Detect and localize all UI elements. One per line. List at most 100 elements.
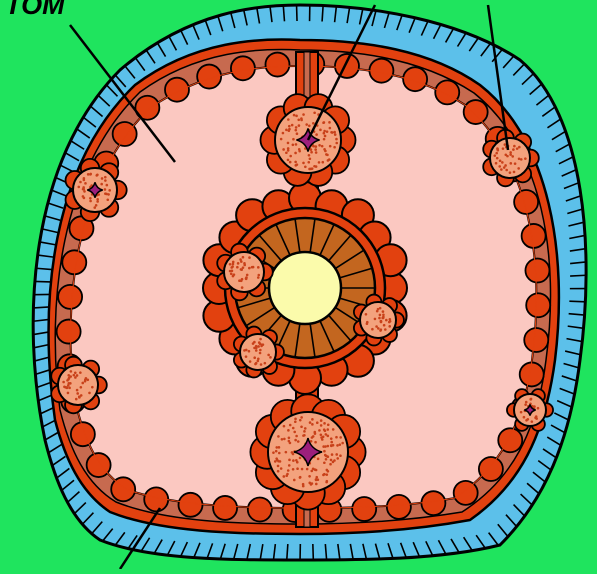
gonad-dot xyxy=(496,157,499,160)
gonad-dot xyxy=(388,325,391,328)
gonad-dot xyxy=(321,145,324,148)
gonad-dot xyxy=(377,308,380,311)
gonad-dot xyxy=(245,355,248,358)
gonad-dot xyxy=(237,262,240,265)
gonad-dot xyxy=(280,467,283,470)
muscle-scallop xyxy=(464,100,488,124)
gonad-dot xyxy=(493,154,496,157)
gonad-dot xyxy=(377,327,380,330)
gonad-dot xyxy=(312,122,315,125)
gonad-dot xyxy=(259,349,262,352)
gonad-dot xyxy=(75,398,78,401)
gonad-dot xyxy=(89,200,92,203)
gonad-dot xyxy=(277,465,280,468)
gonad-dot xyxy=(283,438,286,441)
gonad-dot xyxy=(289,424,292,427)
gonad-dot xyxy=(108,189,111,192)
epithelium-cell-divider xyxy=(35,281,51,282)
gonad-dot xyxy=(292,427,295,430)
muscle-scallop xyxy=(526,293,550,317)
gonad-dot xyxy=(274,460,277,463)
gonad-dot xyxy=(335,436,338,439)
gonad-dot xyxy=(288,125,291,128)
gonad-dot xyxy=(303,430,306,433)
gonad-dot xyxy=(236,266,239,269)
gonad-dot xyxy=(382,317,385,320)
gonad-dot xyxy=(299,476,302,479)
gonad-dot xyxy=(281,438,284,441)
label-fragment: ТОМ xyxy=(5,0,65,20)
gonad-dot xyxy=(288,436,291,439)
gonad-dot xyxy=(326,480,329,483)
gonad-dot xyxy=(84,182,87,185)
gonad-dot xyxy=(318,429,321,432)
gonad-dot xyxy=(315,133,318,136)
gonad-dot xyxy=(505,169,508,172)
gonad-dot xyxy=(289,161,292,164)
gonad-dot xyxy=(379,314,382,317)
gonad-dot xyxy=(324,454,327,457)
gonad-dot xyxy=(333,131,336,134)
gonad-dot xyxy=(327,423,330,426)
gonad-dot xyxy=(495,162,498,165)
gonad-dot xyxy=(287,118,290,121)
gonad-dot xyxy=(277,470,280,473)
gonad-dot xyxy=(275,446,278,449)
gonad-dot xyxy=(282,148,285,151)
gonad-dot xyxy=(238,279,241,282)
gonad-dot xyxy=(77,186,80,189)
gonad-dot xyxy=(302,485,305,488)
gonad-dot xyxy=(371,328,374,331)
gonad-dot xyxy=(335,453,338,456)
muscle-scallop xyxy=(87,453,111,477)
gonad-dot xyxy=(335,138,338,141)
gonad-dot xyxy=(314,148,317,151)
muscle-scallop xyxy=(58,285,82,309)
gonad-dot xyxy=(287,469,290,472)
gonad-dot xyxy=(89,173,92,176)
gonad-dot xyxy=(339,454,342,457)
gonad-dot xyxy=(326,154,329,157)
gonad-dot xyxy=(73,374,76,377)
gonad-dot xyxy=(527,418,530,421)
gonad-dot xyxy=(384,328,387,331)
muscle-scallop xyxy=(352,497,376,521)
gonad-dot xyxy=(516,147,519,150)
gonad-dot xyxy=(310,470,313,473)
muscle-scallop xyxy=(520,362,544,386)
gonad-dot xyxy=(287,142,290,145)
gonad-dot xyxy=(302,434,305,437)
gonad-dot xyxy=(504,143,507,146)
gonad-dot xyxy=(291,124,294,127)
gonad-dot xyxy=(255,347,258,350)
gonad-dot xyxy=(87,173,90,176)
gonad-dot xyxy=(314,441,317,444)
gonad-dot xyxy=(315,145,318,148)
gonad-dot xyxy=(311,167,314,170)
gonad-dot xyxy=(330,441,333,444)
gonad-dot xyxy=(292,143,295,146)
gonad-dot xyxy=(267,354,270,357)
gonad-dot xyxy=(320,419,323,422)
gonad-dot xyxy=(504,153,507,156)
gonad-dot xyxy=(325,473,328,476)
epithelium-cell-divider xyxy=(322,6,323,22)
muscle-scallop xyxy=(335,54,359,78)
gonad-dot xyxy=(79,181,82,184)
gonad-dot xyxy=(339,443,342,446)
gonad-dot xyxy=(323,461,326,464)
gonad-dot xyxy=(289,442,292,445)
gonad-dot xyxy=(246,274,249,277)
gonad-dot xyxy=(248,256,251,259)
gonad-dot xyxy=(314,468,317,471)
gonad-dot xyxy=(95,174,98,177)
gonad-dot xyxy=(230,266,233,269)
gonad-dot xyxy=(292,138,295,141)
gonad-dot xyxy=(241,286,244,289)
gonad-dot xyxy=(296,163,299,166)
gonad-dot xyxy=(106,198,109,201)
gonad-dot xyxy=(106,184,109,187)
gonad-dot xyxy=(295,435,298,438)
gonad-dot xyxy=(319,129,322,132)
